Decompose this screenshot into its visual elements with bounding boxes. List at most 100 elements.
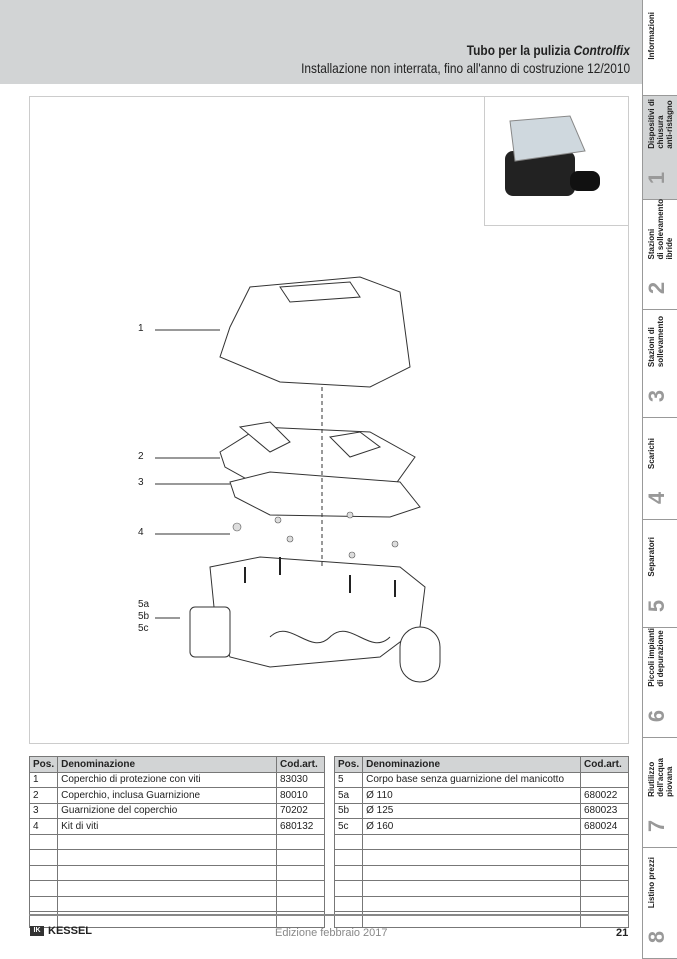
callout-1: 1 bbox=[138, 323, 144, 334]
table-row bbox=[333, 833, 629, 850]
assembly-illustration bbox=[155, 276, 441, 683]
table-cell: Corpo base senza guarnizione del manicot… bbox=[362, 771, 581, 788]
table-cell bbox=[580, 895, 629, 912]
column-header: Denominazione bbox=[57, 756, 277, 773]
chapter-tab-label: Separatori bbox=[647, 537, 656, 577]
table-cell: Ø 125 bbox=[362, 802, 581, 819]
column-header: Denominazione bbox=[362, 756, 581, 773]
table-cell bbox=[580, 880, 629, 897]
table-row bbox=[333, 849, 629, 866]
table-cell bbox=[580, 833, 629, 850]
table-row bbox=[28, 880, 325, 897]
table-row bbox=[333, 880, 629, 897]
table-cell bbox=[28, 880, 59, 897]
chapter-tab-5[interactable]: Separatori 5 bbox=[643, 520, 677, 628]
table-cell: 680024 bbox=[580, 818, 629, 835]
table-cell bbox=[333, 864, 364, 881]
table-cell bbox=[28, 833, 59, 850]
table-cell bbox=[28, 864, 59, 881]
table-cell: Coperchio di protezione con viti bbox=[57, 771, 277, 788]
page-subtitle: Installazione non interrata, fino all'an… bbox=[300, 60, 630, 76]
column-header: Pos. bbox=[333, 756, 364, 773]
chapter-tab-number: 3 bbox=[644, 389, 670, 403]
table-cell bbox=[362, 864, 581, 881]
table-row bbox=[28, 833, 325, 850]
edition-text: Edizione febbraio 2017 bbox=[275, 927, 388, 939]
table-cell bbox=[276, 849, 325, 866]
chapter-tab-label: Scarichi bbox=[647, 437, 656, 469]
chapter-tab-3[interactable]: Stazioni di sollevamento 3 bbox=[643, 310, 677, 418]
table-cell: 5a bbox=[333, 787, 364, 804]
chapter-tab-number: 6 bbox=[644, 709, 670, 723]
exploded-drawing: 1 2 3 4 5a 5b 5c bbox=[29, 96, 629, 744]
chapter-tab-label: Informazioni bbox=[647, 12, 656, 60]
chapter-tab-number: 8 bbox=[644, 930, 670, 944]
callout-2: 2 bbox=[138, 451, 144, 462]
kessel-logo-mark: IK bbox=[30, 926, 44, 936]
chapter-tab-info[interactable]: Informazioni bbox=[643, 0, 677, 96]
table-cell: 5 bbox=[333, 771, 364, 788]
table-cell: 680022 bbox=[580, 787, 629, 804]
chapter-tab-label: Dispositivi di chiusura anti-ristagno bbox=[647, 99, 674, 149]
table-row bbox=[28, 864, 325, 881]
table-row bbox=[333, 895, 629, 912]
table-cell: 1 bbox=[28, 771, 59, 788]
table-cell bbox=[333, 849, 364, 866]
product-photo bbox=[484, 96, 629, 226]
chapter-tab-number: 5 bbox=[644, 599, 670, 613]
chapter-tab-label: Stazioni di sollevamento ibride bbox=[647, 198, 674, 259]
chapter-tab-label: Listino prezzi bbox=[647, 856, 656, 908]
column-header: Cod.art. bbox=[580, 756, 629, 773]
table-cell bbox=[362, 895, 581, 912]
chapter-tab-7[interactable]: Riutilizzo dell'acqua piovana 7 bbox=[643, 738, 677, 848]
chapter-tab-6[interactable]: Piccoli impianti di depurazione 6 bbox=[643, 628, 677, 738]
callout-5a: 5a bbox=[138, 599, 150, 610]
table-cell bbox=[362, 849, 581, 866]
table-cell: 70202 bbox=[276, 802, 325, 819]
table-cell bbox=[333, 833, 364, 850]
table-cell bbox=[580, 849, 629, 866]
column-header: Cod.art. bbox=[276, 756, 325, 773]
table-cell bbox=[57, 849, 277, 866]
table-cell bbox=[276, 895, 325, 912]
table-cell bbox=[57, 880, 277, 897]
table-row bbox=[28, 849, 325, 866]
table-cell: 3 bbox=[28, 802, 59, 819]
table-cell bbox=[28, 895, 59, 912]
chapter-tab-label: Piccoli impianti di depurazione bbox=[647, 628, 665, 687]
chapter-tab-label: Stazioni di sollevamento bbox=[647, 315, 665, 367]
chapter-tab-8[interactable]: Listino prezzi 8 bbox=[643, 848, 677, 959]
callout-4: 4 bbox=[138, 527, 144, 538]
page-title: Tubo per la pulizia Controlfix bbox=[466, 42, 630, 58]
table-cell: Ø 110 bbox=[362, 787, 581, 804]
callout-5b: 5b bbox=[138, 611, 150, 622]
table-cell bbox=[276, 864, 325, 881]
table-cell bbox=[580, 864, 629, 881]
table-cell: Kit di viti bbox=[57, 818, 277, 835]
chapter-tab-label: Riutilizzo dell'acqua piovana bbox=[647, 758, 674, 797]
table-cell bbox=[333, 880, 364, 897]
table-cell: Ø 160 bbox=[362, 818, 581, 835]
page-number: 21 bbox=[616, 927, 629, 939]
callout-3: 3 bbox=[138, 477, 144, 488]
chapter-tab-1[interactable]: Dispositivi di chiusura anti-ristagno 1 bbox=[643, 96, 677, 200]
table-cell: 2 bbox=[28, 787, 59, 804]
table-cell: 4 bbox=[28, 818, 59, 835]
table-cell bbox=[57, 864, 277, 881]
chapter-tab-number: 7 bbox=[644, 819, 670, 833]
table-cell: Guarnizione del coperchio bbox=[57, 802, 277, 819]
table-cell bbox=[57, 895, 277, 912]
chapter-tab-number: 1 bbox=[644, 171, 670, 185]
